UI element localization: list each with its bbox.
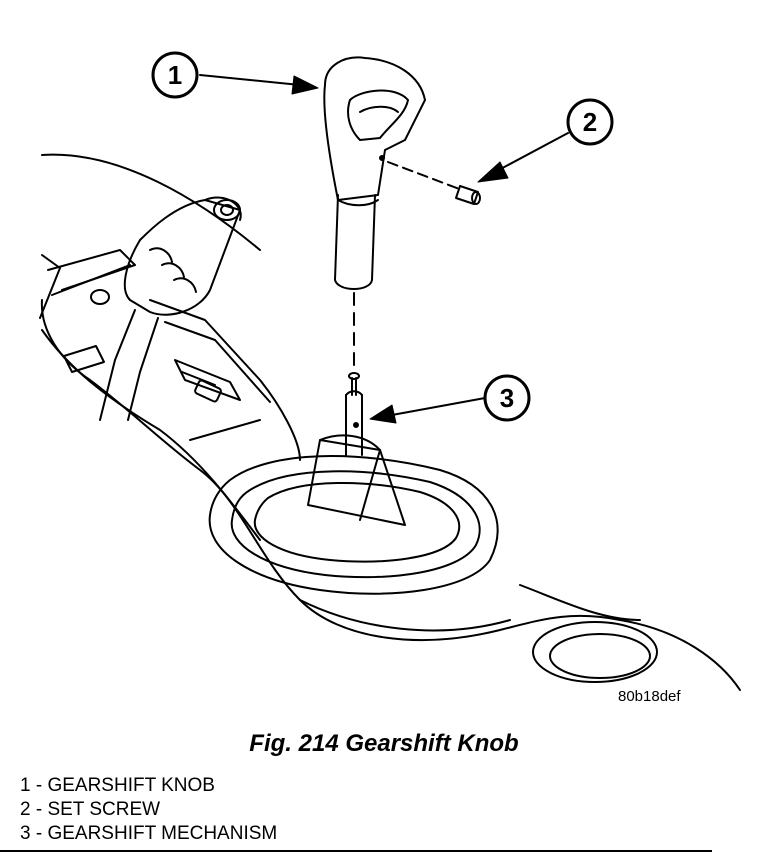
- callout-circle-3: [483, 374, 531, 422]
- arrowhead-3: [369, 404, 397, 424]
- shifter-bezel: [208, 434, 658, 683]
- callout-number-2: 2: [583, 107, 597, 137]
- legend: 1 - GEARSHIFT KNOB 2 - SET SCREW 3 - GEA…: [20, 774, 277, 846]
- callout-circle-1: [151, 51, 199, 99]
- gearshift-knob: [323, 56, 426, 290]
- arrowhead-1: [291, 75, 319, 95]
- bottom-rule: [0, 850, 712, 852]
- legend-item: 3 - GEARSHIFT MECHANISM: [20, 823, 278, 844]
- set-screw: [387, 161, 481, 205]
- legend-item: 1 - GEARSHIFT KNOB: [20, 775, 215, 796]
- gearshift-knob-illustration: 1 2 3: [39, 51, 741, 691]
- shift-lever-shaft: [345, 292, 363, 456]
- figure-caption: Fig. 214 Gearshift Knob: [249, 730, 519, 757]
- legend-item: 2 - SET SCREW: [20, 799, 161, 820]
- callout-number-1: 1: [168, 60, 182, 90]
- center-console: [39, 153, 741, 691]
- parking-brake-handle: [99, 196, 242, 421]
- arrowhead-2: [477, 161, 509, 183]
- callout-circle-2: [566, 98, 614, 146]
- figure-code: 80b18def: [618, 688, 681, 705]
- callout-number-3: 3: [500, 383, 514, 413]
- leader-lines: [199, 74, 569, 416]
